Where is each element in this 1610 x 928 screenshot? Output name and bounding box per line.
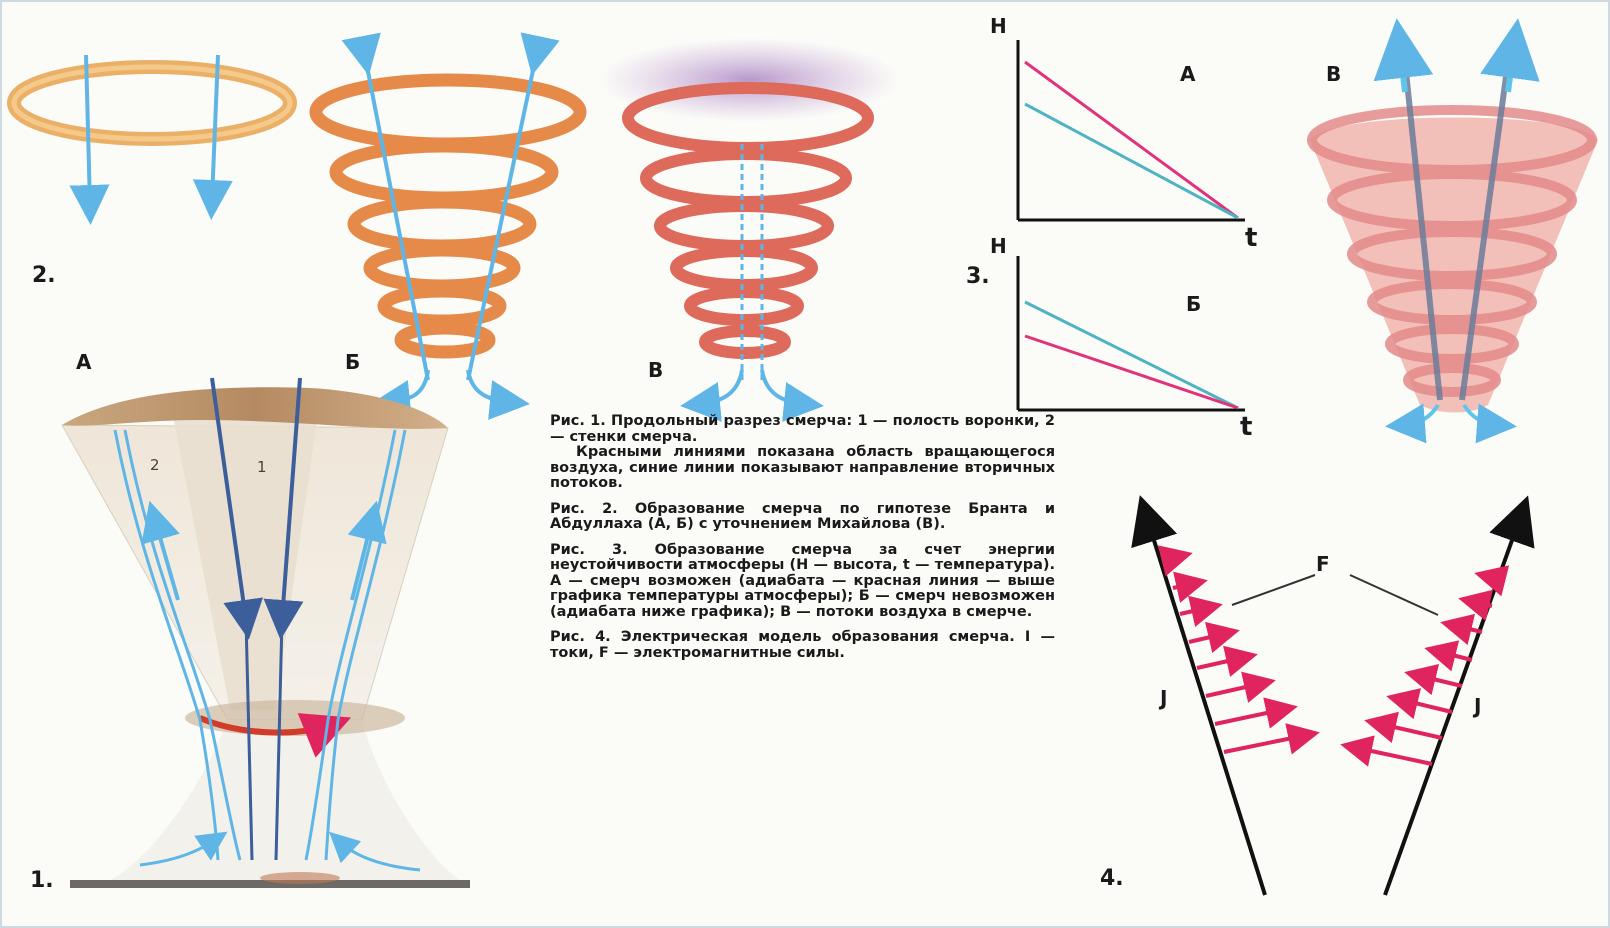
fig1-number: 1.	[30, 868, 54, 893]
fig3a-x-axis-label: t	[1245, 223, 1258, 253]
fig4-current-left-label: J	[1160, 686, 1168, 710]
current-line-left	[1131, 495, 1267, 896]
fig2-spiral-v	[600, 38, 900, 422]
force-arrows-left	[1157, 545, 1320, 755]
fig1-wall-label: 2	[150, 456, 160, 474]
temperature-line-a	[1024, 102, 1239, 220]
fig1-cavity-label: 1	[257, 458, 267, 476]
fig3b-x-axis-label: t	[1240, 412, 1253, 442]
caption-fig2: Рис. 2. Образование смерча по гипотезе Б…	[550, 500, 1055, 532]
temperature-line-b	[1024, 300, 1239, 410]
fig3a-y-axis-label: Н	[990, 14, 1007, 38]
fig2-ring-a	[7, 54, 297, 225]
current-line-right	[1383, 495, 1535, 896]
fig3b-y-axis-label: Н	[990, 234, 1007, 258]
fig3a-panel-label: А	[1180, 62, 1196, 86]
fig3v-panel-label: В	[1326, 62, 1342, 86]
fig4-electrical-model	[1131, 495, 1535, 896]
adiabat-line-b	[1024, 334, 1239, 410]
caption-block: Рис. 1. Продольный разрез смерча: 1 — по…	[550, 413, 1055, 671]
fig3-chart-a	[1016, 40, 1245, 222]
fig2-number: 2.	[32, 263, 56, 288]
fig4-current-right-label: J	[1474, 694, 1482, 718]
adiabat-line-a	[1024, 60, 1239, 220]
fig2-label-v: В	[648, 358, 664, 382]
fig3-funnel-v	[1307, 18, 1598, 444]
fig3b-panel-label: Б	[1186, 292, 1202, 316]
fig1-cross-section	[61, 377, 470, 888]
caption-fig4: Рис. 4. Электрическая модель образования…	[550, 629, 1055, 661]
fig4-force-label: F	[1316, 552, 1330, 576]
fig3-chart-b	[1016, 256, 1245, 412]
fig3-number: 3.	[966, 264, 990, 289]
fig1-label-a: А	[76, 350, 92, 374]
fig2-spiral-b	[309, 32, 587, 420]
fig1-label-b: Б	[345, 350, 361, 374]
force-arrows-right	[1340, 565, 1510, 767]
fig4-number: 4.	[1100, 866, 1124, 891]
caption-fig3: Рис. 3. Образование смерча за счет энерг…	[550, 541, 1055, 620]
caption-fig1: Рис. 1. Продольный разрез смерча: 1 — по…	[550, 413, 1055, 445]
caption-fig1-note: Красными линиями показана область вращаю…	[550, 444, 1055, 491]
